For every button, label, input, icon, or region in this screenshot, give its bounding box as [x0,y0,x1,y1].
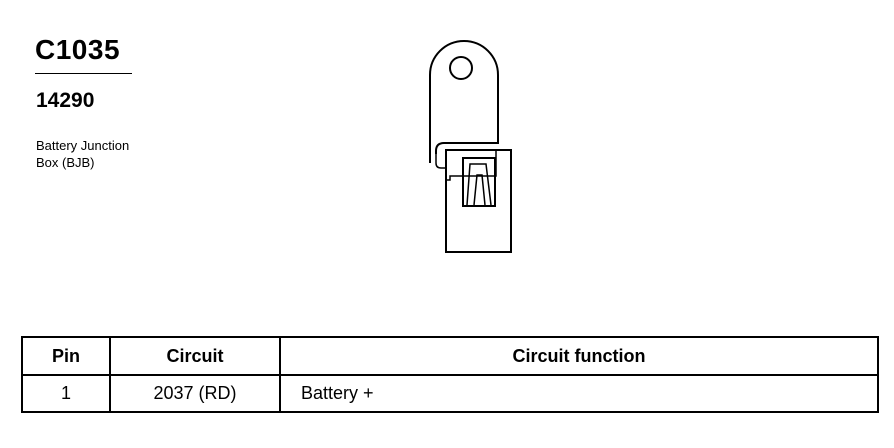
description-line-2: Box (BJB) [36,155,95,170]
table-header-row: Pin Circuit Circuit function [21,336,879,376]
lug-inner-edge [435,150,497,181]
terminal-blade-slot [462,157,496,207]
pin-table: Pin Circuit Circuit function 1 2037 (RD)… [21,336,879,413]
cell-pin: 1 [21,374,111,413]
terminal-blade [466,163,492,206]
table-row: 1 2037 (RD) Battery + [21,374,879,413]
connector-drawing [429,40,512,253]
header-circuit-function: Circuit function [279,336,879,376]
connector-id: C1035 [35,34,121,65]
header-pin: Pin [21,336,111,376]
description-line-1: Battery Junction [36,138,130,153]
part-number: 14290 [36,89,95,112]
cell-circuit: 2037 (RD) [109,374,281,413]
title-underline [35,73,132,74]
ring-terminal-lug [429,40,499,163]
connector-housing [445,149,512,253]
terminal-hole [449,56,473,80]
connector-description: Battery Junction Box (BJB) [36,137,196,171]
header-circuit: Circuit [109,336,281,376]
cell-circuit-function: Battery + [279,374,879,413]
